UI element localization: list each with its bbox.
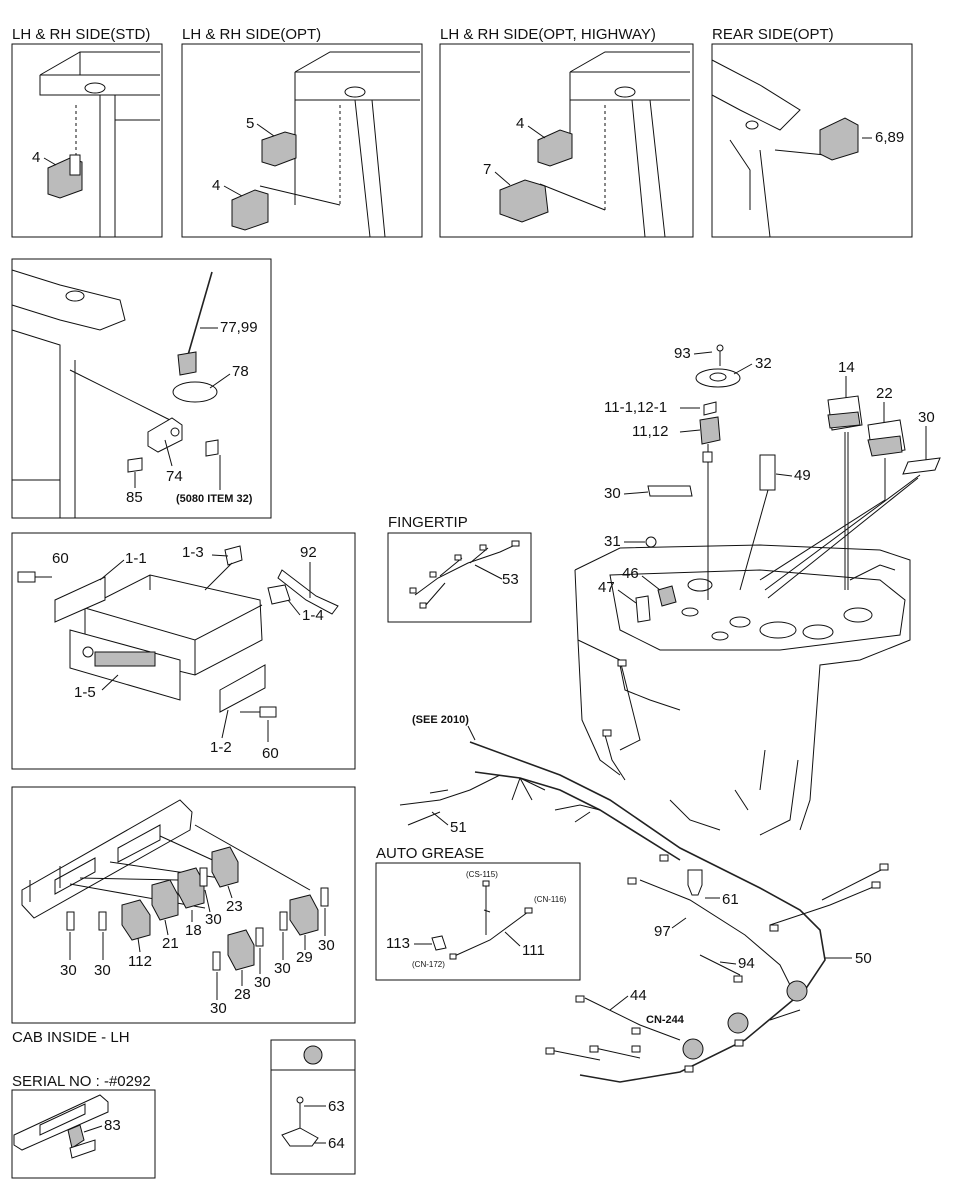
part-label-44: 44	[630, 987, 647, 1004]
cn-244-label: CN-244	[646, 1014, 685, 1026]
part-label-94: 94	[738, 955, 755, 972]
part-label-30: 30	[94, 962, 111, 979]
part-label-1-5: 1-5	[74, 684, 96, 701]
part-label-30: 30	[918, 409, 935, 426]
cn-116-label: (CN-116)	[534, 895, 567, 904]
header-lh-rh-opt-highway: LH & RH SIDE(OPT, HIGHWAY)	[440, 26, 656, 43]
part-label-14: 14	[838, 359, 855, 376]
part-label-63: 63	[328, 1098, 345, 1115]
part-label-30: 30	[318, 937, 335, 954]
part-label-78: 78	[232, 363, 249, 380]
part-label-60: 60	[262, 745, 279, 762]
panel-rear: 6,89	[711, 43, 913, 238]
part-label-111: 111	[522, 942, 545, 959]
console-assembly: 93 32 11-1,12-1 11,12 14 22 30 49 30 31 …	[574, 344, 941, 831]
part-label-23: 23	[226, 898, 243, 915]
part-label-31: 31	[604, 533, 621, 550]
part-label-112: 112	[128, 953, 152, 970]
cn-172-label: (CN-172)	[412, 960, 445, 969]
part-label-113: 113	[386, 935, 410, 952]
part-label-77-99: 77,99	[220, 319, 258, 336]
part-label-11-1-12-1: 11-1,12-1	[604, 399, 667, 416]
part-label-30: 30	[210, 1000, 227, 1017]
harness-clip-marker-icon	[303, 1045, 323, 1065]
part-label-1-4: 1-4	[302, 607, 324, 624]
part-label-51: 51	[450, 819, 467, 836]
part-label-61: 61	[722, 891, 739, 908]
part-label-47: 47	[598, 579, 615, 596]
part-label-74: 74	[166, 468, 183, 485]
part-label-97: 97	[654, 923, 671, 940]
cs-115-label: (CS-115)	[466, 870, 498, 879]
see-2010-ref: (SEE 2010)	[412, 714, 469, 726]
part-label-32: 32	[755, 355, 772, 372]
part-label-83: 83	[104, 1117, 121, 1134]
part-label-1-1: 1-1	[125, 550, 147, 567]
part-label-4: 4	[212, 177, 220, 194]
part-label-49: 49	[794, 467, 811, 484]
part-label-92: 92	[300, 544, 317, 561]
part-label-30: 30	[604, 485, 621, 502]
wire-harness: (SEE 2010) 51 61 97 50 94 44 CN-244	[399, 659, 889, 1083]
cab-inside-lh-caption: CAB INSIDE - LH	[12, 1029, 130, 1046]
part-label-1-2: 1-2	[210, 739, 232, 756]
part-label-21: 21	[162, 935, 179, 952]
part-label-85: 85	[126, 489, 143, 506]
part-label-46: 46	[622, 565, 639, 582]
auto-grease-title: AUTO GREASE	[376, 845, 484, 862]
part-label-64: 64	[328, 1135, 345, 1152]
part-label-29: 29	[296, 949, 313, 966]
panel-std: 4	[11, 43, 163, 238]
fingertip-title: FINGERTIP	[388, 514, 468, 531]
panel-opt: 5 4	[181, 43, 423, 238]
part-label-28: 28	[234, 986, 251, 1003]
header-lh-rh-opt: LH & RH SIDE(OPT)	[182, 26, 321, 43]
panel-radio: 60 1-1 1-3 92 1-4 1-5 1-2 60	[11, 532, 356, 770]
panel-fingertip: FINGERTIP 53	[387, 514, 532, 623]
panel-auto-grease: AUTO GREASE (CS-115) (CN-116) 113 (CN-17…	[375, 845, 581, 981]
part-label-5: 5	[246, 115, 254, 132]
part-label-4: 4	[32, 149, 40, 166]
part-label-7: 7	[483, 161, 491, 178]
part-label-18: 18	[185, 922, 202, 939]
part-label-11-12: 11,12	[632, 423, 668, 440]
part-label-53: 53	[502, 571, 519, 588]
serial-caption: SERIAL NO : -#0292	[12, 1073, 151, 1090]
part-label-4: 4	[516, 115, 524, 132]
panel-serial: SERIAL NO : -#0292 83	[11, 1073, 156, 1179]
part-label-30: 30	[254, 974, 271, 991]
part-label-30: 30	[274, 960, 291, 977]
panel-legend: 63 64	[270, 1039, 356, 1175]
panel-switches: 23 30 18 21 30 30 112 29 30 30 30 28 30 …	[11, 786, 356, 1046]
header-rear-side-opt: REAR SIDE(OPT)	[712, 26, 834, 43]
panel-antenna: 77,99 78 74 85 (5080 ITEM 32)	[11, 258, 272, 519]
part-label-30: 30	[205, 911, 222, 928]
ref-5080-item-32: (5080 ITEM 32)	[176, 493, 253, 505]
part-label-22: 22	[876, 385, 893, 402]
part-label-93: 93	[674, 345, 691, 362]
panel-highway: 4 7	[439, 43, 694, 238]
part-label-30: 30	[60, 962, 77, 979]
part-label-1-3: 1-3	[182, 544, 204, 561]
header-lh-rh-std: LH & RH SIDE(STD)	[12, 26, 150, 43]
part-label-60: 60	[52, 550, 69, 567]
part-label-50: 50	[855, 950, 872, 967]
part-label-6-89: 6,89	[875, 129, 904, 146]
